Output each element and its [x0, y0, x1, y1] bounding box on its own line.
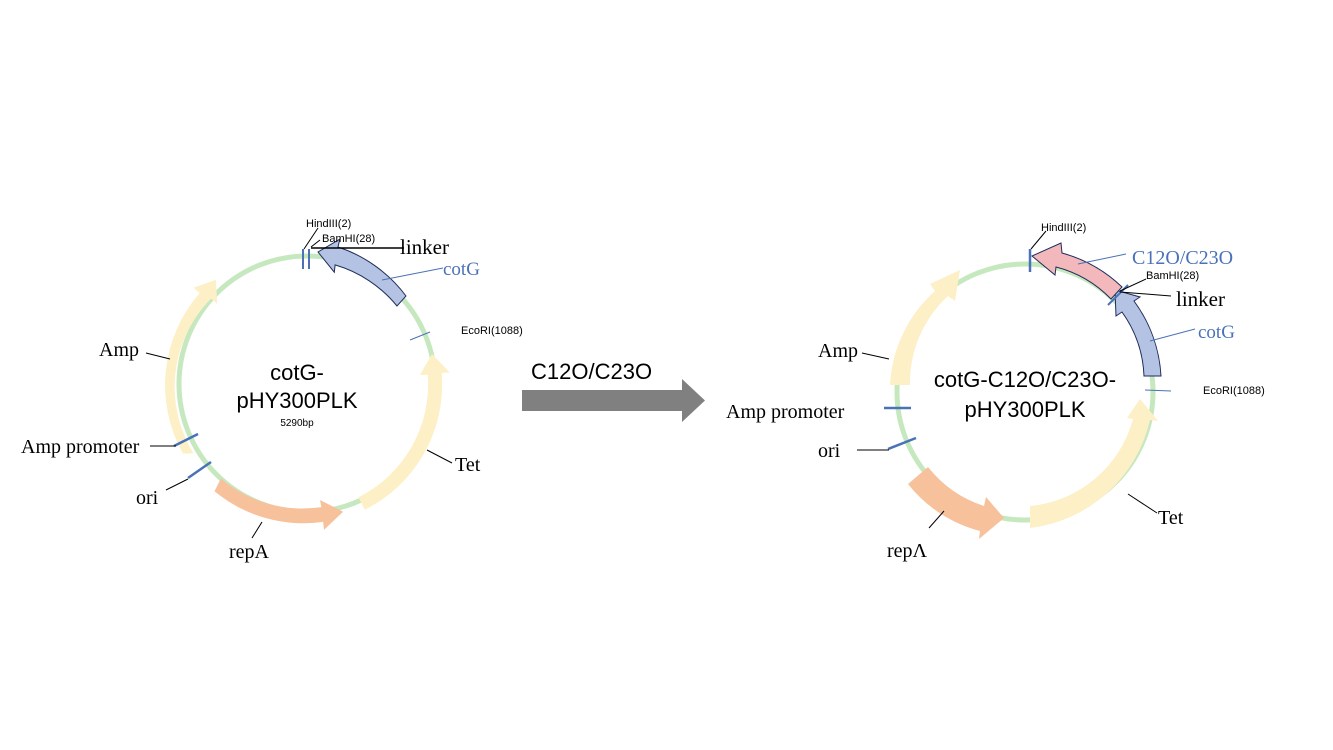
ecori-marker-right — [1144, 389, 1172, 392]
repa-leader-left — [251, 521, 263, 539]
plasmid-left-size: 5290bp — [280, 418, 314, 429]
plasmid-right-name-line1: cotG-C12O/C23O- — [934, 367, 1116, 392]
linker-label-left: linker — [400, 235, 449, 259]
amp-feature-right — [890, 270, 960, 385]
amp-feature-left — [165, 279, 218, 454]
plasmid-right-backbone — [894, 261, 1156, 523]
linker-leader-right — [1119, 291, 1172, 297]
ecori-label-left: EcoRI(1088) — [461, 325, 523, 337]
cotg-leader-right — [1149, 328, 1196, 342]
plasmid-left-name-line1: cotG- — [270, 360, 324, 385]
transform-arrow-shape — [522, 379, 705, 422]
plasmid-left: HindIII(2) BamHI(28) EcoRI(1088) linker … — [21, 218, 523, 563]
ecori-label-right: EcoRI(1088) — [1203, 385, 1265, 397]
hindiii-label-left: HindIII(2) — [306, 218, 351, 230]
tet-feature-right — [1030, 399, 1158, 528]
hindiii-label-right: HindIII(2) — [1041, 222, 1086, 234]
ori-label-left: ori — [136, 487, 159, 509]
bamhi-leader-left — [310, 239, 321, 248]
hindiii-leader-left — [303, 227, 319, 250]
amp-leader-left — [145, 352, 171, 360]
linker-label-right: linker — [1176, 287, 1225, 311]
transform-arrow-label: C12O/C23O — [531, 359, 652, 384]
tet-leader-left — [426, 449, 453, 464]
amp-promoter-marker-left — [173, 432, 199, 448]
amp-promoter-label-right: Amp promoter — [726, 401, 845, 423]
ori-marker-left — [187, 460, 212, 480]
amp-leader-right — [861, 352, 890, 360]
tet-leader-right — [1127, 493, 1158, 514]
tet-feature-left — [358, 354, 450, 510]
bamhi-label-right: BamHI(28) — [1146, 270, 1199, 282]
plasmid-right: HindIII(2) BamHI(28) EcoRI(1088) C12O/C2… — [726, 222, 1265, 562]
ori-marker-right — [887, 436, 917, 451]
c12o-feature-right — [1031, 242, 1123, 300]
amp-label-right: Amp — [818, 340, 858, 362]
amp-label-left: Amp — [99, 339, 139, 361]
bamhi-label-left: BamHI(28) — [322, 233, 375, 245]
repa-leader-right — [928, 510, 945, 529]
repa-label-left: repA — [229, 541, 270, 563]
tet-label-left: Tet — [455, 454, 481, 476]
cotg-label-right: cotG — [1198, 322, 1235, 343]
cotg-feature-left — [317, 238, 407, 307]
ori-leader-left — [165, 478, 189, 491]
repa-label-right: repΛ — [887, 540, 928, 562]
tet-label-right: Tet — [1158, 507, 1184, 529]
transform-arrow: C12O/C23O — [522, 359, 705, 422]
plasmid-right-name-line2: pHY300PLK — [964, 397, 1085, 422]
amp-promoter-label-left: Amp promoter — [21, 436, 140, 458]
bamhi-leader-right — [1119, 278, 1147, 292]
repa-feature-right — [908, 467, 1004, 539]
cotg-leader-left — [381, 267, 444, 281]
ori-label-right: ori — [818, 440, 841, 462]
c12o-leader-right — [1077, 253, 1127, 265]
hindiii-leader-right — [1030, 230, 1047, 250]
ecori-marker-left — [409, 331, 431, 341]
c12o-label-right: C12O/C23O — [1132, 247, 1233, 269]
repa-feature-left — [214, 478, 344, 530]
cotg-feature-right — [1114, 289, 1162, 377]
cotg-label-left: cotG — [443, 259, 480, 280]
plasmid-left-name-line2: pHY300PLK — [236, 388, 357, 413]
